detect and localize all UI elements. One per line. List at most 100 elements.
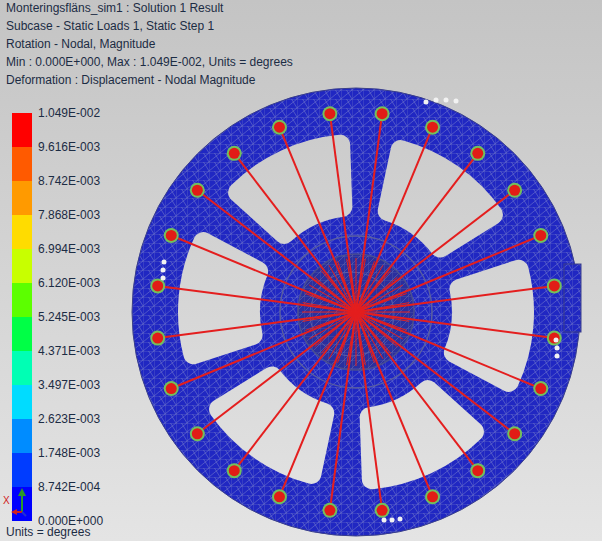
text-holder: 6.994E-003 xyxy=(38,242,100,256)
small-hole xyxy=(444,98,449,103)
axis-triad xyxy=(11,488,26,516)
color-band xyxy=(12,147,32,181)
color-bar xyxy=(12,113,32,521)
rbe-link xyxy=(347,259,356,312)
rbe-link xyxy=(158,312,356,338)
rbe-link xyxy=(356,312,357,366)
axis-label: X xyxy=(3,494,10,508)
rbe-link xyxy=(321,271,356,312)
small-hole xyxy=(161,276,166,281)
text-holder: 3.497E-003 xyxy=(38,378,100,392)
rbe-link xyxy=(356,265,383,312)
legend-value: 4.371E-003 xyxy=(38,344,100,358)
rbe-link xyxy=(302,312,356,313)
units-note: Units = degrees xyxy=(6,525,90,539)
rbe-link xyxy=(356,258,357,312)
rbe-link xyxy=(356,312,365,365)
flange xyxy=(132,88,581,536)
bolt-ring xyxy=(164,228,179,243)
bolt-node xyxy=(166,230,177,241)
text-holder: 2.623E-003 xyxy=(38,412,100,426)
text-holder: Subcase - Static Loads 1, Static Step 1 xyxy=(6,19,214,33)
rbe-link xyxy=(356,286,554,312)
bolt-node xyxy=(192,185,203,196)
bolt-ring xyxy=(190,183,205,198)
rbe-link xyxy=(356,303,409,312)
bolt-ring xyxy=(164,381,179,396)
bolt-node xyxy=(274,491,285,502)
result-header: Rotation - Nodal, Magnitude xyxy=(6,37,155,51)
rbe-link xyxy=(329,312,356,359)
small-hole xyxy=(434,98,439,103)
bolt-node xyxy=(509,185,520,196)
bolt-node xyxy=(427,491,438,502)
rbe-link xyxy=(315,312,356,347)
bolt-node xyxy=(324,108,335,119)
bolt-ring xyxy=(272,489,287,504)
bolt-node xyxy=(377,505,388,516)
bolt-ring xyxy=(425,120,440,135)
small-hole xyxy=(555,346,560,351)
color-band xyxy=(12,317,32,351)
color-band xyxy=(12,487,32,521)
bolt-node xyxy=(192,428,203,439)
bolt-ring xyxy=(507,183,522,198)
bolt-node xyxy=(377,108,388,119)
result-title: Monteringsfläns_sim1 : Solution 1 Result xyxy=(6,1,223,15)
bolt-node xyxy=(535,383,546,394)
text-holder: 1.748E-003 xyxy=(38,446,100,460)
bolt-node xyxy=(229,465,240,476)
rbe-link xyxy=(356,294,407,312)
bolt-ring xyxy=(547,278,562,293)
legend-value: 8.742E-003 xyxy=(38,174,100,188)
color-band xyxy=(12,283,32,317)
color-band xyxy=(12,351,32,385)
bolt-node xyxy=(152,333,163,344)
color-band xyxy=(12,181,32,215)
legend-value: 6.120E-003 xyxy=(38,276,100,290)
color-band xyxy=(12,385,32,419)
small-hole xyxy=(454,99,459,104)
bolt-ring xyxy=(547,331,562,346)
rbe-link xyxy=(330,114,356,312)
text-holder: 9.616E-003 xyxy=(38,140,100,154)
bolt-ring xyxy=(272,120,287,135)
color-band xyxy=(12,215,32,249)
small-hole xyxy=(554,338,559,343)
bolt-node xyxy=(549,333,560,344)
text-holder: X xyxy=(3,494,10,508)
text-holder: Rotation - Nodal, Magnitude xyxy=(6,37,155,51)
text-holder: 4.371E-003 xyxy=(38,344,100,358)
bolt-node xyxy=(166,383,177,394)
bolt-node xyxy=(549,280,560,291)
legend-value: 5.245E-003 xyxy=(38,310,100,324)
result-header: Deformation : Displacement - Nodal Magni… xyxy=(6,73,255,87)
color-band xyxy=(12,113,32,147)
rbe-link xyxy=(356,312,391,353)
rbe-link xyxy=(305,312,356,330)
bolt-ring xyxy=(150,331,165,346)
small-hole xyxy=(398,517,403,522)
bolt-ring xyxy=(470,463,485,478)
legend-value: 7.868E-003 xyxy=(38,208,100,222)
legend-value: 1.748E-003 xyxy=(38,446,100,460)
text-holder: Min : 0.000E+000, Max : 1.049E-002, Unit… xyxy=(6,55,293,69)
bolt-ring xyxy=(322,503,337,518)
text-holder: Deformation : Displacement - Nodal Magni… xyxy=(6,73,255,87)
legend-value: 2.623E-003 xyxy=(38,412,100,426)
small-hole xyxy=(162,260,167,265)
rbe-link xyxy=(356,312,382,510)
text-holder: Units = degrees xyxy=(6,525,90,539)
color-band xyxy=(12,249,32,283)
small-hole xyxy=(390,518,395,523)
color-band xyxy=(12,419,32,453)
bolt-node xyxy=(427,122,438,133)
legend-value: 6.994E-003 xyxy=(38,242,100,256)
text-holder: 6.120E-003 xyxy=(38,276,100,290)
bolt-ring xyxy=(375,503,390,518)
bolt-ring xyxy=(227,146,242,161)
spider-elements xyxy=(150,106,562,518)
bolt-node xyxy=(324,505,335,516)
small-hole xyxy=(161,268,166,273)
bolt-node xyxy=(274,122,285,133)
